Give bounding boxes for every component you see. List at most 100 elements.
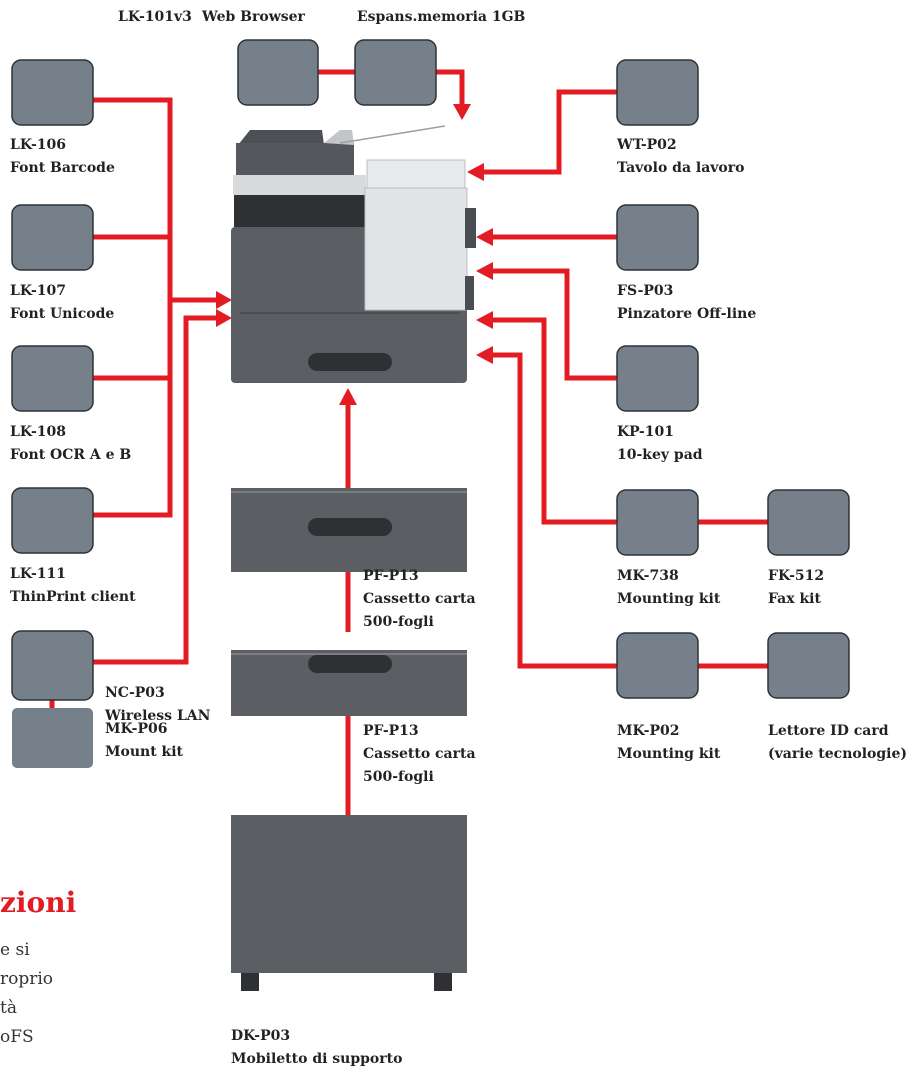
printer-dark-band — [234, 195, 366, 227]
module-nc — [11, 630, 94, 701]
connector-mk02 — [490, 352, 617, 669]
memoria-name: Espans.memoria 1GB — [357, 9, 526, 25]
idcard-code: Lettore ID card — [768, 723, 889, 739]
arrowheads — [216, 104, 493, 405]
label-lk111: LK-111 ThinPrint client — [10, 563, 136, 609]
kp-name: 10-key pad — [617, 447, 703, 463]
body-line: oFS — [0, 1027, 34, 1047]
cabinet-foot-left — [241, 973, 259, 991]
arrow-mk738 — [476, 311, 493, 329]
mk738-code: MK-738 — [617, 568, 679, 584]
arrow-left-1 — [216, 291, 232, 309]
printer-scanner — [236, 143, 354, 175]
section-body: e si roprio tà oFS — [0, 936, 53, 1052]
lk107-code: LK-107 — [10, 283, 67, 299]
connector-mk738 — [490, 317, 617, 525]
label-mk06: MK-P06 Mount kit — [105, 718, 183, 764]
printer-paper-guide — [339, 125, 446, 144]
label-memoria: Espans.memoria 1GB — [357, 6, 525, 29]
module-mk06 — [12, 708, 93, 768]
web-browser-name: Web Browser — [202, 9, 305, 25]
nc-name: Wireless LAN — [105, 708, 211, 724]
nc-code: NC-P03 — [105, 685, 165, 701]
label-lk106: LK-106 Font Barcode — [10, 134, 115, 180]
tray2-code: PF-P13 — [363, 723, 419, 739]
mk738-name: Mounting kit — [617, 591, 721, 607]
module-memoria — [354, 39, 437, 106]
mk06-code: MK-P06 — [105, 721, 168, 737]
printer-handle — [308, 353, 392, 371]
tray1-code: PF-P13 — [363, 568, 419, 584]
fk512-code: FK-512 — [768, 568, 825, 584]
module-lk111 — [11, 487, 94, 554]
tray2-line2: Cassetto carta — [363, 746, 476, 762]
fk512-name: Fax kit — [768, 591, 821, 607]
printer-adf-tray — [324, 130, 354, 145]
label-kp: KP-101 10-key pad — [617, 421, 703, 467]
connector-kp — [490, 268, 617, 381]
connector-nc — [93, 315, 218, 665]
arrow-wt — [467, 163, 484, 181]
module-lk107 — [11, 204, 94, 271]
arrow-fs — [476, 228, 493, 246]
connector-lines — [49, 69, 768, 815]
lk106-code: LK-106 — [10, 137, 67, 153]
label-lk107: LK-107 Font Unicode — [10, 280, 114, 326]
dk-code: DK-P03 — [231, 1028, 291, 1044]
module-kp — [616, 345, 699, 412]
lk106-name: Font Barcode — [10, 160, 115, 176]
fs-name: Pinzatore Off-line — [617, 306, 757, 322]
label-nc: NC-P03 Wireless LAN — [105, 682, 210, 728]
label-web-browser: Web Browser — [202, 6, 305, 29]
cabinet-body — [231, 815, 467, 973]
connector-wt — [482, 89, 617, 175]
printer-side-bump — [465, 276, 474, 310]
module-mk02 — [616, 632, 699, 699]
label-mk738: MK-738 Mounting kit — [617, 565, 720, 611]
body-line: tà — [0, 998, 17, 1018]
label-lk108: LK-108 Font OCR A e B — [10, 421, 131, 467]
connector-left-bus — [93, 97, 218, 518]
printer-panel-body — [364, 187, 468, 311]
module-id — [767, 632, 850, 699]
dk-name: Mobiletto di supporto — [231, 1051, 403, 1067]
mk06-name: Mount kit — [105, 744, 184, 760]
label-idcard: Lettore ID card (varie tecnologie) — [768, 720, 907, 766]
printer-main-unit — [231, 125, 476, 383]
module-fk — [767, 489, 850, 556]
label-fs: FS-P03 Pinzatore Off-line — [617, 280, 756, 326]
module-wt — [616, 59, 699, 126]
label-dk: DK-P03 Mobiletto di supporto — [231, 1025, 402, 1071]
printer-scanner-top — [238, 130, 324, 145]
mk02-code: MK-P02 — [617, 723, 680, 739]
label-tray1: PF-P13 Cassetto carta 500-fogli — [363, 565, 476, 634]
arrow-mk02 — [476, 346, 493, 364]
label-lk101: LK-101v3 — [118, 6, 192, 29]
printer-side-port — [465, 208, 476, 248]
lk111-code: LK-111 — [10, 566, 67, 582]
arrow-top — [453, 104, 471, 120]
tray-1-handle — [308, 518, 392, 536]
fs-code: FS-P03 — [617, 283, 674, 299]
lk108-name: Font OCR A e B — [10, 447, 132, 463]
module-lk108 — [11, 345, 94, 412]
connector-top — [318, 69, 465, 105]
arrow-left-2 — [216, 309, 232, 327]
module-mk738 — [616, 489, 699, 556]
wt-name: Tavolo da lavoro — [617, 160, 745, 176]
option-modules — [11, 39, 850, 768]
mk02-name: Mounting kit — [617, 746, 721, 762]
printer-panel-top — [366, 159, 466, 189]
tray1-line2: Cassetto carta — [363, 591, 476, 607]
section-heading: zioni — [0, 886, 77, 919]
lk101-code: LK-101v3 — [118, 9, 192, 25]
tray-2-handle — [308, 655, 392, 673]
idcard-name: (varie tecnologie) — [768, 746, 908, 762]
cabinet-foot-right — [434, 973, 452, 991]
printer-top-strip — [233, 175, 366, 195]
label-mk02: MK-P02 Mounting kit — [617, 720, 720, 766]
support-cabinet — [231, 815, 467, 991]
module-lk101 — [237, 39, 319, 106]
paper-trays — [231, 488, 467, 716]
arrow-kp — [476, 262, 493, 280]
